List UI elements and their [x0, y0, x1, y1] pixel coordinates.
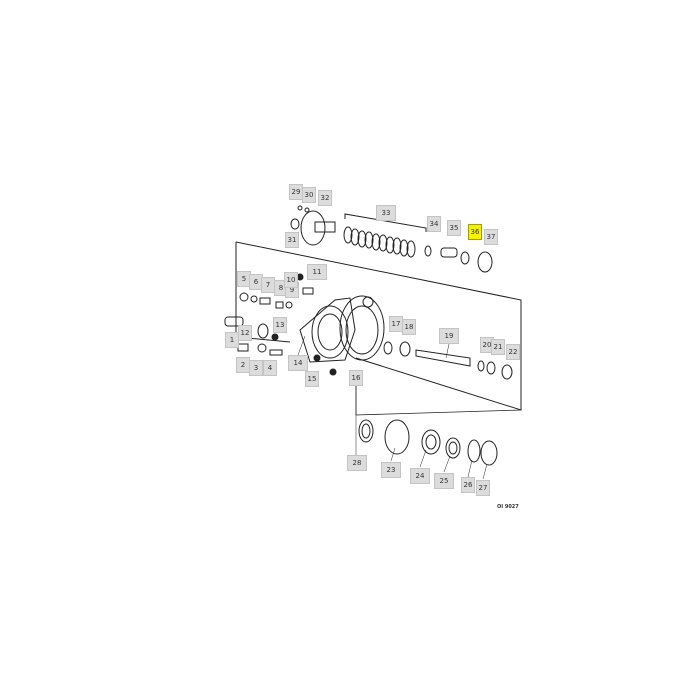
part-label-17[interactable]: 17 [389, 316, 403, 332]
part-label-37[interactable]: 37 [484, 229, 498, 245]
part-label-30[interactable]: 30 [302, 187, 316, 203]
part-label-29[interactable]: 29 [289, 184, 303, 200]
part-label-34[interactable]: 34 [427, 216, 441, 232]
part-label-3[interactable]: 3 [249, 360, 263, 376]
part-label-2[interactable]: 2 [236, 357, 250, 373]
group-outline-upper-top [235, 241, 522, 411]
part-label-28[interactable]: 28 [347, 455, 367, 471]
part-label-23[interactable]: 23 [381, 462, 401, 478]
part-label-10[interactable]: 10 [284, 272, 298, 288]
part-label-13[interactable]: 13 [273, 317, 287, 333]
part-label-22[interactable]: 22 [506, 344, 520, 360]
part-label-15[interactable]: 15 [305, 371, 319, 387]
part-label-1[interactable]: 1 [225, 332, 239, 348]
part-label-18[interactable]: 18 [402, 319, 416, 335]
part-label-26[interactable]: 26 [461, 477, 475, 493]
part-label-14[interactable]: 14 [288, 355, 308, 371]
part-label-27[interactable]: 27 [476, 480, 490, 496]
part-label-25[interactable]: 25 [434, 473, 454, 489]
part-label-4[interactable]: 4 [263, 360, 277, 376]
part-label-7[interactable]: 7 [261, 277, 275, 293]
part-label-24[interactable]: 24 [410, 468, 430, 484]
part-label-33[interactable]: 33 [376, 205, 396, 221]
part-label-19[interactable]: 19 [439, 328, 459, 344]
spring-stack-33 [343, 226, 416, 258]
part-label-12[interactable]: 12 [238, 325, 252, 341]
reference-code: OI 9027 [497, 504, 519, 510]
part-label-16[interactable]: 16 [349, 370, 363, 386]
bracket-33 [344, 213, 427, 232]
group-outline-lower [355, 383, 522, 416]
part-label-11[interactable]: 11 [307, 264, 327, 280]
part-label-31[interactable]: 31 [285, 232, 299, 248]
part-label-35[interactable]: 35 [447, 220, 461, 236]
part-label-32[interactable]: 32 [318, 190, 332, 206]
part-label-21[interactable]: 21 [491, 339, 505, 355]
part-label-36-highlighted[interactable]: 36 [468, 224, 482, 240]
